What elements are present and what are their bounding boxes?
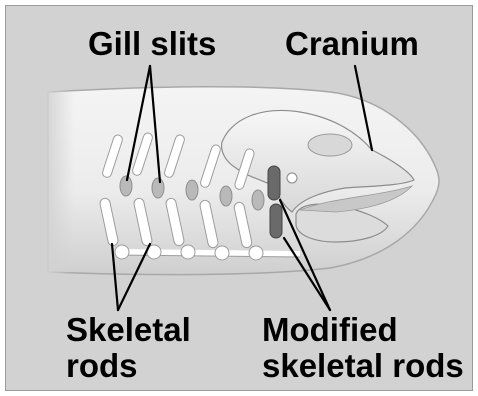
modified-rod-lower	[270, 204, 282, 238]
modified-rod-upper	[268, 166, 280, 200]
label-skeletal-rods-line1: Skeletal	[66, 312, 191, 348]
label-modified-rods-line1: Modified	[262, 312, 464, 348]
label-modified-rods-line2: skeletal rods	[262, 348, 464, 384]
small-node	[287, 173, 297, 183]
label-gill-slits: Gill slits	[88, 26, 216, 62]
cranium-eye-socket	[308, 134, 352, 156]
label-skeletal-rods-line2: rods	[66, 348, 191, 384]
label-modified-skeletal-rods: Modified skeletal rods	[262, 312, 464, 384]
label-skeletal-rods: Skeletal rods	[66, 312, 191, 384]
tail-fade	[44, 88, 164, 276]
label-cranium: Cranium	[285, 26, 419, 62]
